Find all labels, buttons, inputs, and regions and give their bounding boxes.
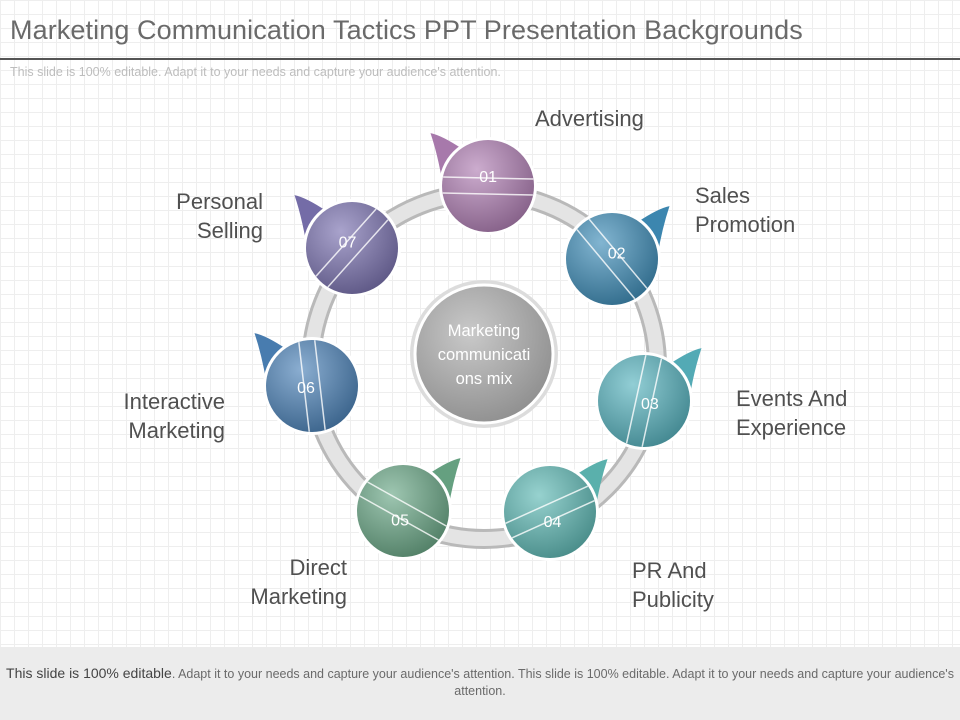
footer-text: . Adapt it to your needs and capture you… — [171, 667, 954, 698]
node-label-line: Sales — [695, 183, 751, 208]
node-number: 05 — [391, 513, 409, 530]
node-label-line: Experience — [736, 415, 847, 440]
slide-title: Marketing Communication Tactics PPT Pres… — [10, 15, 803, 45]
center-label-line: ons mix — [456, 370, 514, 388]
node-label-line: Selling — [196, 218, 263, 243]
bubble-band — [576, 218, 648, 300]
node-number: 03 — [641, 396, 659, 413]
center-circle — [413, 283, 555, 425]
node-label-line: Marketing — [250, 584, 347, 609]
cycle-node-03: 03 — [595, 348, 702, 450]
bubble-circle — [442, 140, 534, 232]
node-label-line: Promotion — [695, 212, 796, 237]
node-label-line: Marketing — [128, 418, 225, 443]
cycle-node-04: 04 — [501, 459, 608, 561]
cycle-node-07: 07 — [294, 195, 401, 297]
bubble-circle — [598, 355, 690, 447]
node-number: 06 — [297, 380, 315, 397]
cycle-node-05: 05 — [354, 458, 461, 560]
node-label-01: Advertising — [535, 104, 644, 133]
bubble-band — [315, 208, 389, 288]
bubble-circle — [357, 465, 449, 557]
bubble-band — [442, 176, 534, 196]
node-number: 02 — [608, 246, 626, 263]
bubble-band — [505, 485, 595, 539]
node-label-line: Advertising — [535, 106, 644, 131]
nodes-layer: 01 02 03 04 05 06 07 — [254, 133, 702, 561]
node-label-line: Publicity — [632, 587, 714, 612]
node-label-line: Personal — [176, 189, 263, 214]
bubble-circle — [504, 466, 596, 558]
bubble-band — [625, 355, 663, 447]
node-label-line: Direct — [289, 555, 347, 580]
slide-subtitle: This slide is 100% editable. Adapt it to… — [10, 65, 501, 79]
center-hub: Marketing communicati ons mix — [410, 280, 558, 428]
node-number: 04 — [544, 514, 562, 531]
cycle-node-06: 06 — [254, 333, 361, 435]
cycle-node-01: 01 — [430, 133, 537, 235]
bubble-circle — [266, 340, 358, 432]
footer-lead: This slide is 100% editable — [6, 665, 172, 681]
title-divider — [0, 58, 960, 60]
node-number: 01 — [479, 169, 497, 186]
bubble-band — [298, 340, 326, 432]
node-number: 07 — [339, 234, 357, 251]
bubble-circle — [566, 213, 658, 305]
bubble-circle — [306, 202, 398, 294]
bubble-band — [359, 481, 447, 541]
cycle-node-02: 02 — [563, 206, 670, 308]
node-label-line: PR And — [632, 558, 707, 583]
node-label-line: Events And — [736, 386, 848, 411]
center-label-line: communicati — [438, 346, 531, 364]
node-label-line: Interactive — [123, 389, 226, 414]
footer: This slide is 100% editable. Adapt it to… — [0, 647, 960, 720]
center-label-line: Marketing — [448, 322, 520, 340]
